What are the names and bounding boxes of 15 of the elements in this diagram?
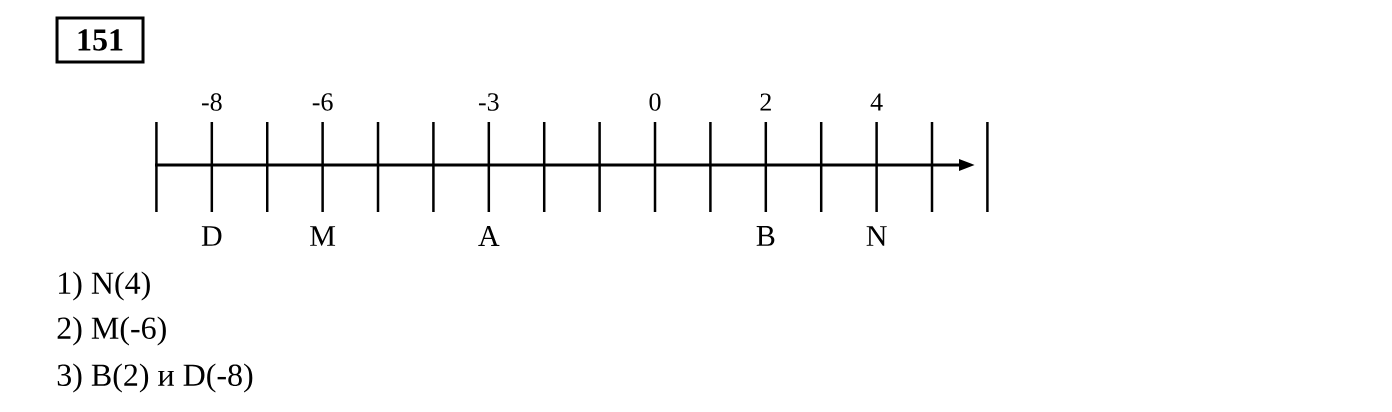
answer-text: 3) B(2) и D(-8) bbox=[57, 363, 253, 393]
tick-label: -8 bbox=[201, 93, 222, 111]
tick-label: 4 bbox=[870, 93, 883, 111]
point-label: B bbox=[756, 226, 775, 246]
tick-label: 0 bbox=[649, 93, 661, 111]
point-label: M bbox=[310, 226, 336, 246]
tick-label: -6 bbox=[312, 93, 333, 111]
answer-text: 1) N(4) bbox=[59, 271, 150, 301]
tick-label: 2 bbox=[760, 93, 771, 111]
point-label: A bbox=[478, 226, 500, 246]
number-box: 151 bbox=[55, 16, 145, 64]
tick-label: -3 bbox=[478, 93, 499, 111]
answer-text: 2) M(-6) bbox=[57, 316, 166, 346]
point-label: N bbox=[866, 226, 887, 246]
point-label: D bbox=[201, 226, 222, 246]
